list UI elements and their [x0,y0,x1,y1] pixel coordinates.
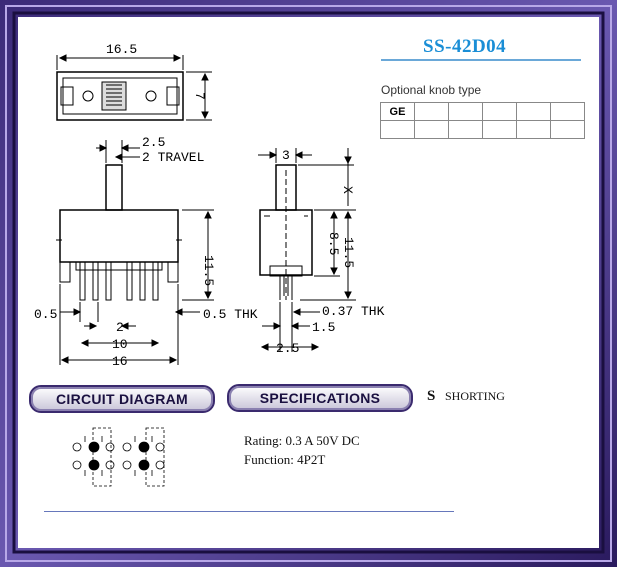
knob-caption: Optional knob type [381,83,482,97]
dim-top-height: 7 [192,92,207,100]
table-cell [550,120,585,139]
table-row [380,120,585,139]
dim-span-16: 16 [112,354,128,369]
rating-spec: Rating: 0.3 A 50V DC [244,433,360,448]
dim-pin-thk-right: 0.5 THK [203,307,258,322]
dim-side-thk: 0.37 THK [322,304,385,319]
table-cell [448,102,483,121]
circuit-schematic [72,427,165,487]
table-cell [448,120,483,139]
knob-type-table: GE [380,102,585,139]
top-view: 16.5 7 [56,42,212,121]
dim-side-x: X [340,186,355,194]
bottom-divider [44,511,454,512]
dim-actuator-width: 2.5 [142,135,165,150]
dim-side-actuator: 3 [282,148,290,163]
dim-span-10: 10 [112,337,128,352]
dim-top-width: 16.5 [106,42,137,57]
table-cell [550,102,585,121]
part-number-title: SS-42D04 [423,36,507,57]
specifications-heading: SPECIFICATIONS [227,384,413,412]
title-underline [381,59,581,61]
dim-pin-thk-left: 0.5 [34,307,57,322]
front-pins [79,261,159,301]
dim-body-height: 11.5 [201,255,216,286]
dim-pin-pitch: 2 [116,320,124,335]
table-cell [414,120,449,139]
shorting-label: SHORTING [445,389,505,403]
table-cell [414,102,449,121]
table-cell: GE [380,102,415,121]
table-cell [516,120,551,139]
dim-side-pin: 1.5 [312,320,335,335]
function-spec: Function: 4P2T [244,452,326,467]
table-row: GE [380,102,585,121]
circuit-diagram-heading: CIRCUIT DIAGRAM [29,385,215,413]
table-cell [482,102,517,121]
front-view: 2.5 2 TRAVEL 11.5 0.5 0.5 THK 2 10 16 [34,135,258,369]
dim-side-total: 11.5 [341,237,356,268]
shorting-icon: S [427,388,436,404]
table-cell [516,102,551,121]
table-cell [482,120,517,139]
dim-travel: 2 TRAVEL [142,150,204,165]
side-view: 3 X 8.5 11.5 0.37 THK 1.5 2.5 [258,148,385,356]
dim-side-body: 8.5 [326,232,341,255]
table-cell [380,120,415,139]
dim-side-base: 2.5 [276,341,299,356]
